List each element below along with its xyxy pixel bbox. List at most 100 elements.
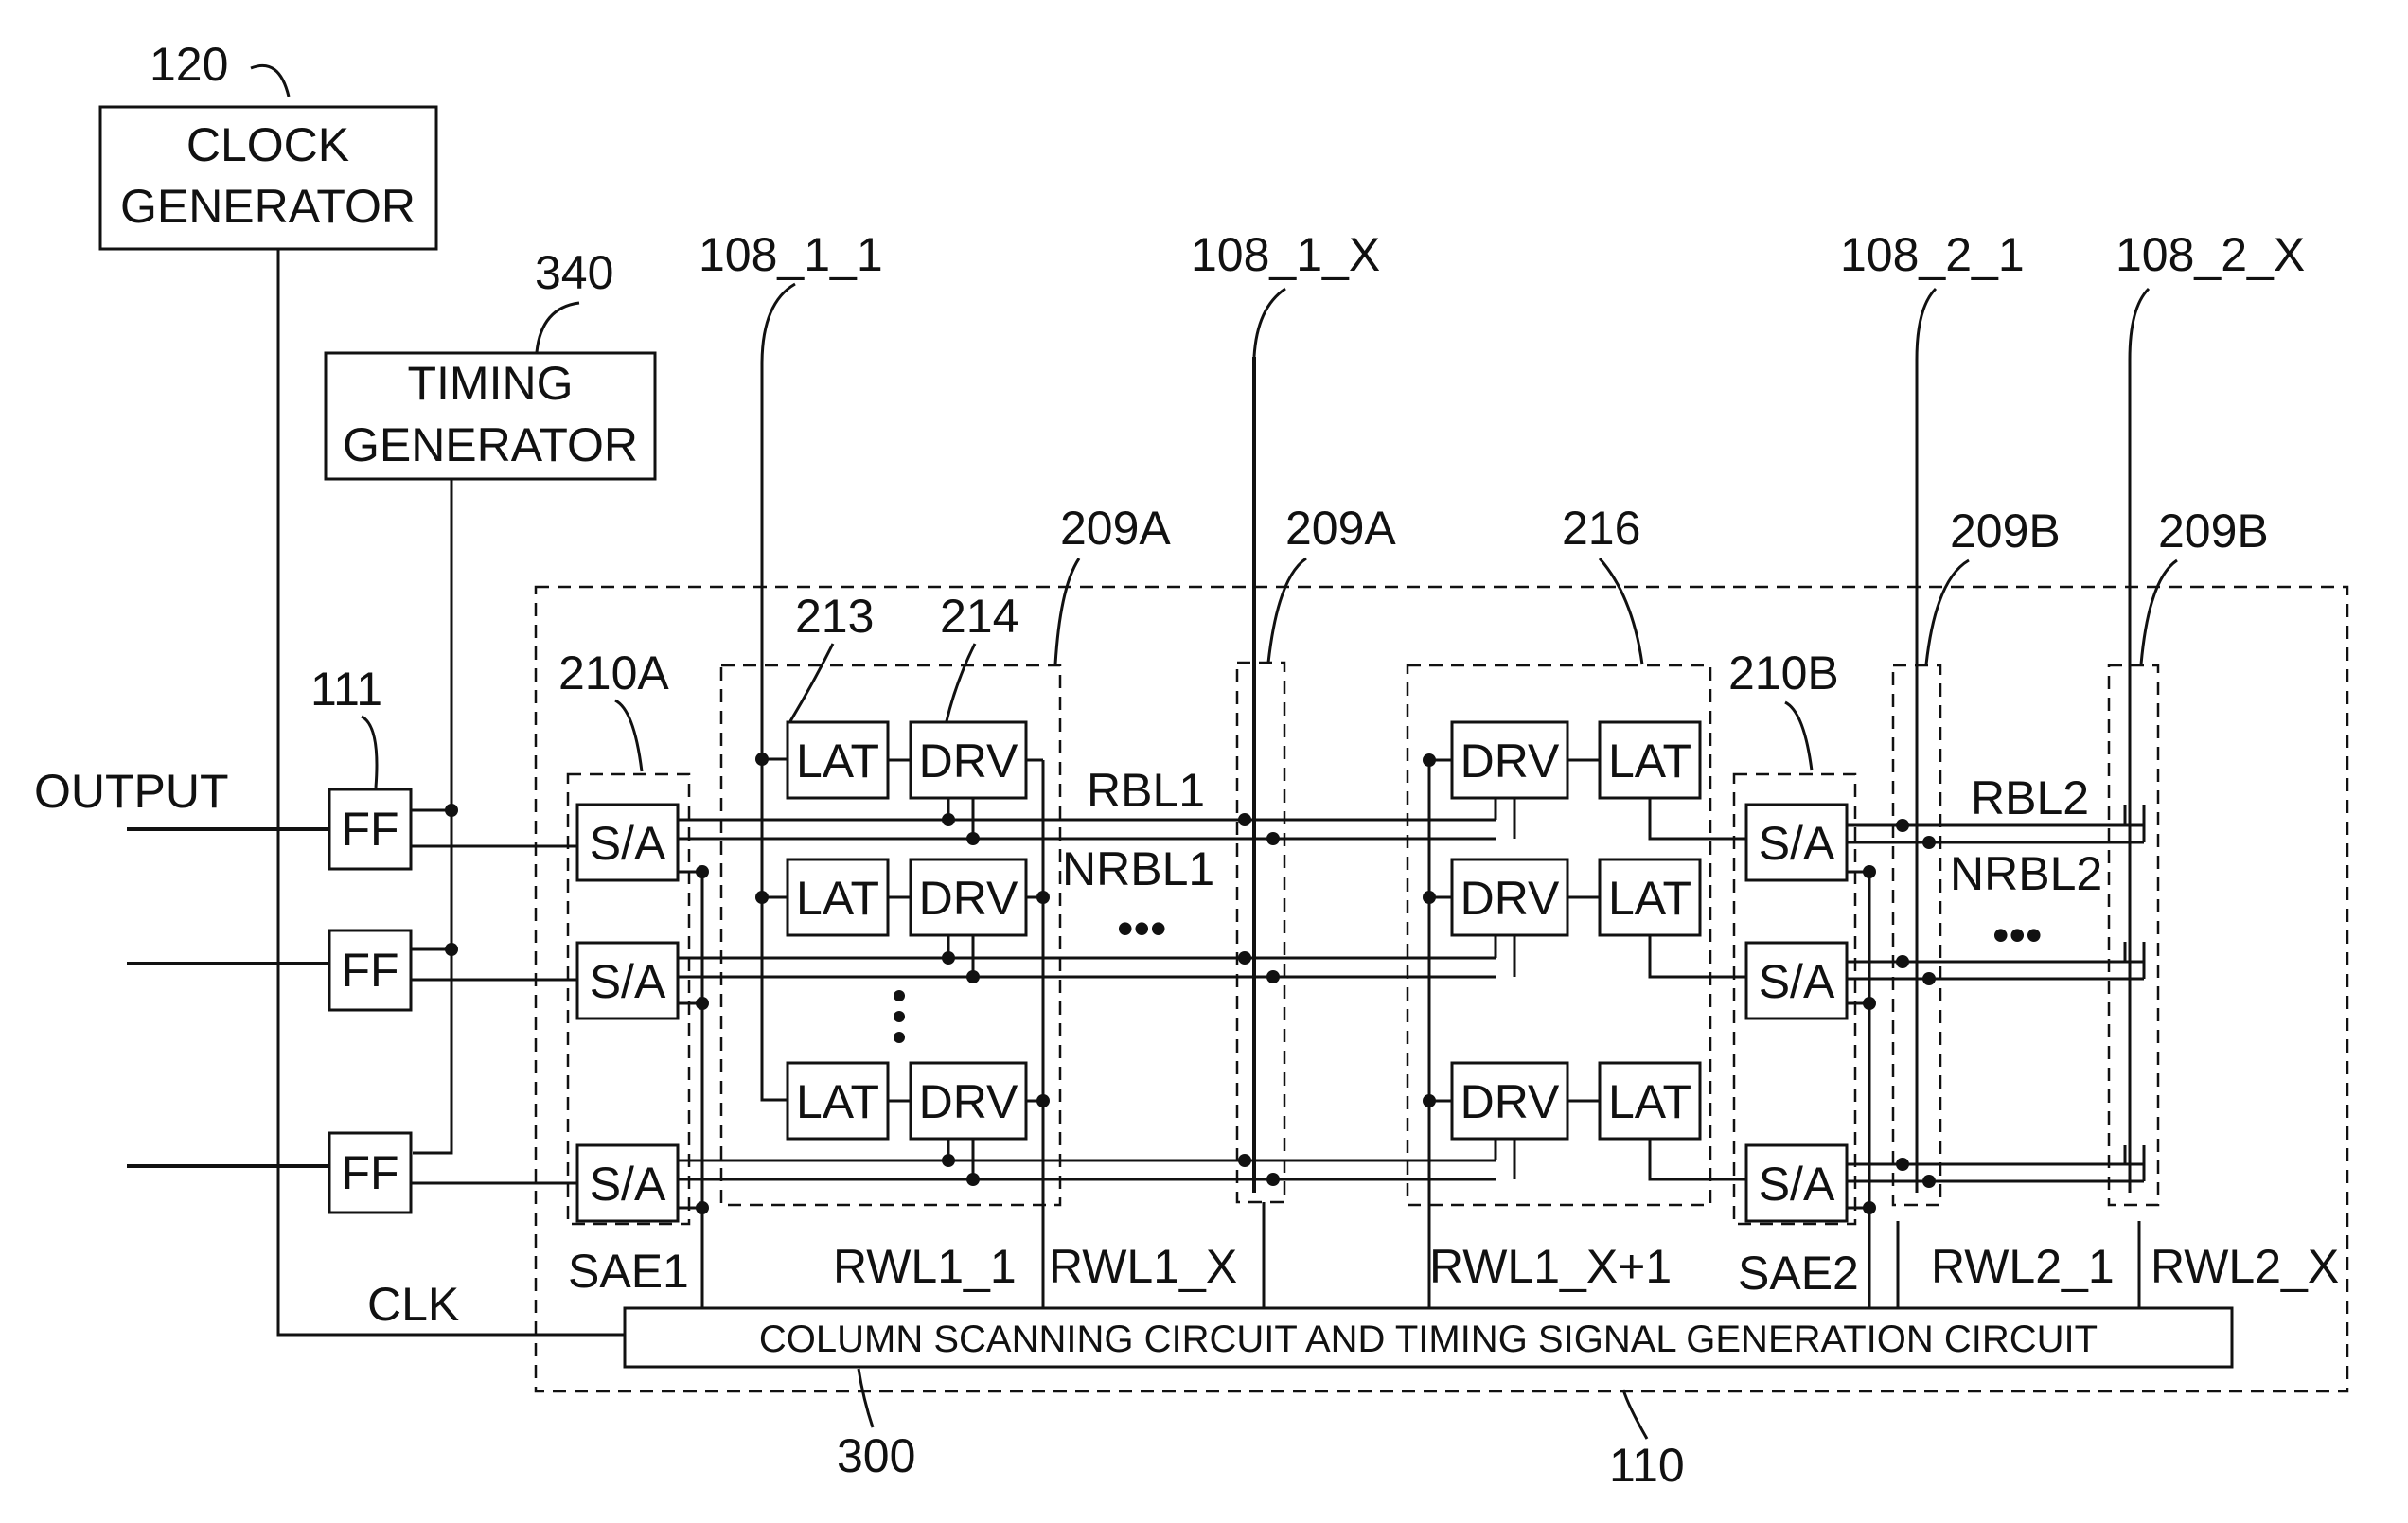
leader-120	[251, 65, 289, 97]
rwl2-x-label: RWL2_X	[2151, 1240, 2339, 1293]
nrbl1-label: NRBL1	[1062, 842, 1214, 895]
group-209a-ref-2: 209A	[1285, 502, 1396, 555]
leader-214	[947, 644, 975, 721]
sa-2b: S/A	[1746, 943, 1847, 1018]
svg-text:LAT: LAT	[1608, 872, 1691, 925]
timing-generator-ref: 340	[535, 246, 613, 299]
col-108-1-x: 108_1_X	[1191, 228, 1380, 281]
ff-sa-wires	[411, 846, 577, 1183]
drv-1b: DRV	[1452, 722, 1567, 798]
rbl1-row3	[678, 1160, 1496, 1179]
column-scan-label: COLUMN SCANNING CIRCUIT AND TIMING SIGNA…	[759, 1319, 2098, 1360]
group-209b-ref-1: 209B	[1950, 505, 2061, 558]
lat-1a: LAT	[788, 722, 888, 798]
lat-2b: LAT	[1600, 859, 1700, 935]
leader-213	[790, 644, 833, 721]
clock-generator-label-2: GENERATOR	[120, 180, 416, 233]
sae2-label: SAE2	[1738, 1247, 1859, 1300]
svg-text:DRV: DRV	[1461, 1075, 1560, 1128]
rbl2-row3	[1847, 1164, 2144, 1181]
group-209b-ref-2: 209B	[2158, 505, 2269, 558]
svg-text:S/A: S/A	[1759, 817, 1835, 870]
timing-generator-label-1: TIMING	[408, 357, 574, 410]
svg-text:DRV: DRV	[919, 872, 1018, 925]
sa-1b: S/A	[1746, 805, 1847, 880]
col-108-2-1: 108_2_1	[1840, 228, 2025, 281]
ff-enable-wires	[411, 810, 452, 949]
group-209b-right	[2109, 665, 2158, 1205]
sa-2a-label: S/A	[590, 955, 666, 1008]
leader-340	[537, 303, 579, 352]
svg-text:S/A: S/A	[1759, 1158, 1835, 1211]
svg-text:S/A: S/A	[1759, 955, 1835, 1008]
ff-2-label: FF	[341, 944, 398, 997]
sa-1a-label: S/A	[590, 817, 666, 870]
group-210b-ref: 210B	[1728, 646, 1839, 700]
leader-210b	[1785, 702, 1812, 770]
rbl2-row2	[1847, 962, 2144, 979]
svg-text:DRV: DRV	[919, 735, 1018, 788]
col-108-1-1-wire	[762, 364, 788, 1100]
sae1-label: SAE1	[568, 1245, 689, 1298]
ff-1-label: FF	[341, 803, 398, 856]
leader-216	[1600, 558, 1642, 664]
clock-generator-label-1: CLOCK	[186, 118, 349, 171]
group-216-ref: 216	[1562, 502, 1640, 555]
read-circuit-ref: 110	[1609, 1439, 1685, 1492]
leader-300	[859, 1369, 873, 1427]
group-214-ref: 214	[940, 590, 1018, 643]
leader-209a-2	[1268, 558, 1306, 663]
ff-2: FF	[329, 930, 411, 1010]
ff-ref: 111	[310, 663, 382, 716]
leader-110	[1623, 1390, 1647, 1439]
rwl1-x1-label: RWL1_X+1	[1429, 1240, 1672, 1293]
ellipsis-1: •••	[1117, 902, 1167, 955]
rbl2-label: RBL2	[1971, 771, 2089, 824]
rbl2-row1	[1847, 825, 2144, 842]
lat-2a: LAT	[788, 859, 888, 935]
rwl1-1-wire	[1026, 760, 1043, 1335]
svg-text:LAT: LAT	[796, 872, 879, 925]
svg-text:DRV: DRV	[1461, 735, 1560, 788]
rwl1-1-label: RWL1_1	[833, 1240, 1017, 1293]
nrbl2-label: NRBL2	[1950, 847, 2102, 900]
svg-text:DRV: DRV	[1461, 872, 1560, 925]
rbl1-label: RBL1	[1087, 764, 1205, 817]
ff-3: FF	[329, 1133, 411, 1213]
group-209a-right	[1237, 663, 1284, 1202]
ff-3-label: FF	[341, 1146, 398, 1199]
output-wires	[127, 829, 329, 1166]
lat-1b: LAT	[1600, 722, 1700, 798]
column-scan-ref: 300	[837, 1429, 915, 1482]
clock-generator-ref: 120	[150, 38, 228, 91]
svg-text:LAT: LAT	[1608, 1075, 1691, 1128]
col-108-2-x: 108_2_X	[2116, 228, 2305, 281]
drv-2b: DRV	[1452, 859, 1567, 935]
sa-3a-label: S/A	[590, 1158, 666, 1211]
ellipsis-2: •••	[1992, 909, 2043, 962]
sa-3b: S/A	[1746, 1145, 1847, 1221]
output-label: OUTPUT	[34, 765, 229, 818]
leader-111	[362, 717, 377, 788]
sa-2a: S/A	[577, 943, 678, 1018]
rbl1-row1	[678, 820, 1496, 839]
svg-text:LAT: LAT	[1608, 735, 1691, 788]
svg-text:LAT: LAT	[796, 735, 879, 788]
clk-label: CLK	[367, 1278, 459, 1331]
leader-209b-1	[1926, 560, 1969, 664]
svg-text:LAT: LAT	[796, 1075, 879, 1128]
sa-3a: S/A	[577, 1145, 678, 1221]
timing-generator-label-2: GENERATOR	[343, 418, 638, 471]
timing-wire	[413, 479, 452, 1153]
group-210a-ref: 210A	[558, 646, 669, 700]
lat-3b: LAT	[1600, 1063, 1700, 1139]
group-209a-ref-1: 209A	[1060, 502, 1171, 555]
ff-1: FF	[329, 789, 411, 869]
rbl1-row2	[678, 958, 1496, 977]
rwl1-x-label: RWL1_X	[1049, 1240, 1237, 1293]
rwl2-1-label: RWL2_1	[1931, 1240, 2115, 1293]
lat-3a: LAT	[788, 1063, 888, 1139]
drv-2a: DRV	[911, 859, 1026, 935]
leader-209b-2	[2141, 560, 2177, 664]
